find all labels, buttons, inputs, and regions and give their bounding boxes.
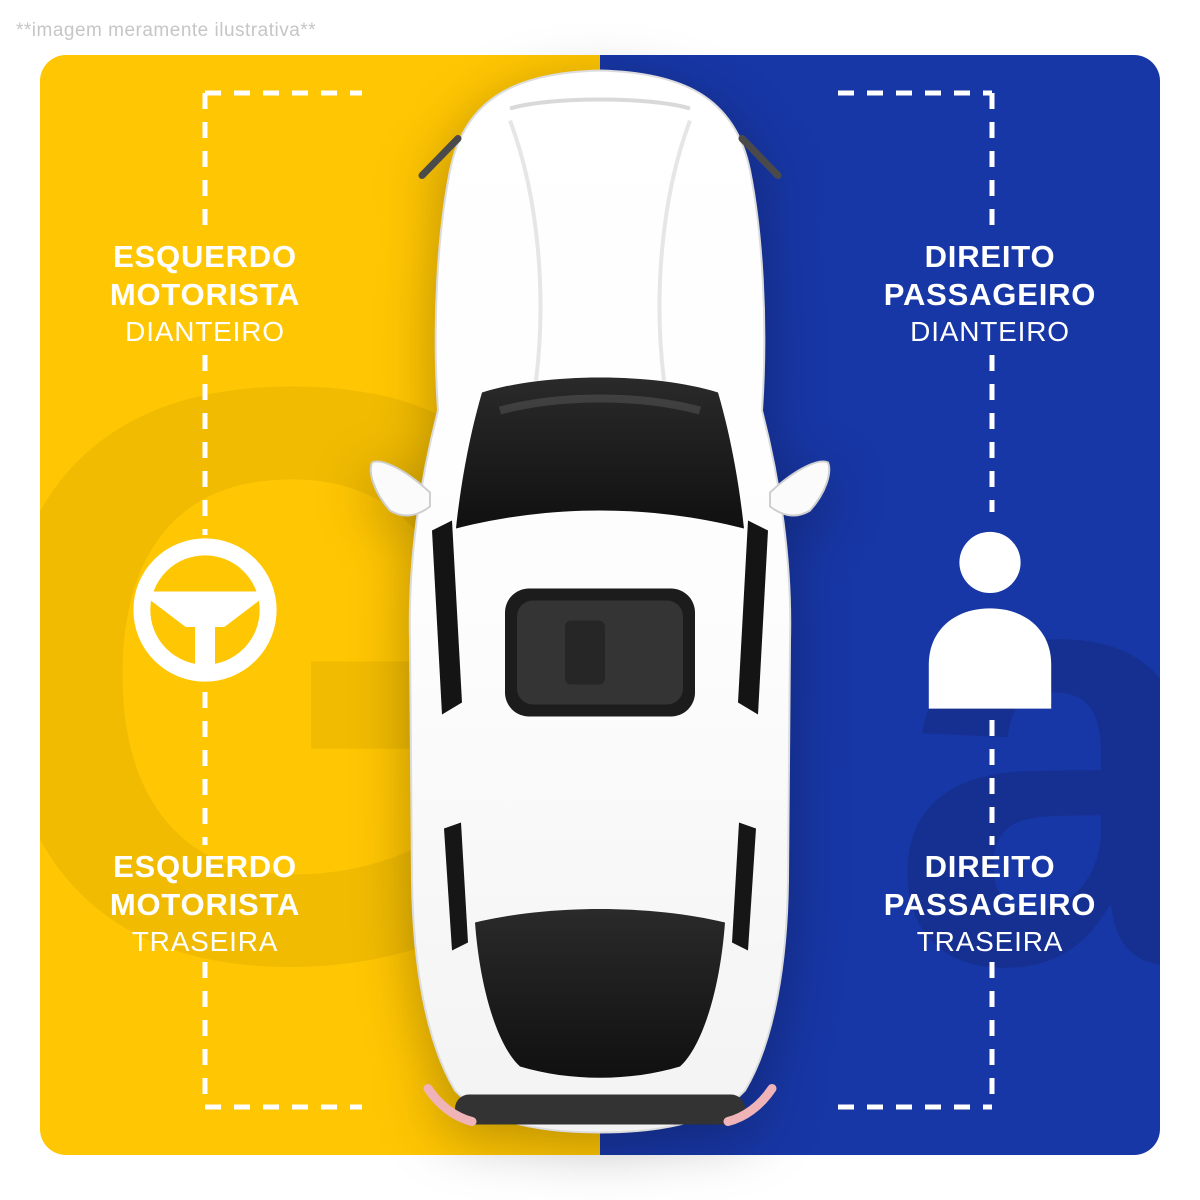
passenger-rear-line1: DIREITO — [924, 849, 1056, 884]
passenger-rear-line3: TRASEIRA — [916, 926, 1064, 957]
passenger-front-line3: DIANTEIRO — [910, 316, 1070, 347]
windshield-glass — [456, 377, 744, 529]
steering-wheel-icon — [128, 533, 282, 687]
driver-front-line2: MOTORISTA — [109, 277, 301, 312]
passenger-front-label: DIREITO PASSAGEIRO DIANTEIRO — [830, 238, 1150, 350]
driver-rear-line2: MOTORISTA — [109, 887, 301, 922]
driver-front-line1: ESQUERDO — [113, 239, 297, 274]
car-top-view-image — [360, 58, 840, 1143]
driver-front-label: ESQUERDO MOTORISTA DIANTEIRO — [45, 238, 365, 350]
passenger-front-line2: PASSAGEIRO — [883, 277, 1097, 312]
rear-window-glass — [475, 909, 725, 1078]
mirror-right — [769, 460, 831, 517]
passenger-rear-line2: PASSAGEIRO — [883, 887, 1097, 922]
side-window-left — [432, 520, 462, 715]
disclaimer-text: **imagem meramente ilustrativa** — [16, 20, 317, 41]
side-window-right — [738, 520, 768, 715]
passenger-rear-label: DIREITO PASSAGEIRO TRASEIRA — [830, 848, 1150, 960]
passenger-front-line1: DIREITO — [924, 239, 1056, 274]
brand-watermark-right: a — [890, 420, 1160, 1090]
person-icon — [905, 518, 1075, 714]
mirror-left — [369, 460, 431, 517]
driver-rear-label: ESQUERDO MOTORISTA TRASEIRA — [45, 848, 365, 960]
driver-front-line3: DIANTEIRO — [125, 316, 285, 347]
driver-rear-line1: ESQUERDO — [113, 849, 297, 884]
driver-rear-line3: TRASEIRA — [131, 926, 279, 957]
